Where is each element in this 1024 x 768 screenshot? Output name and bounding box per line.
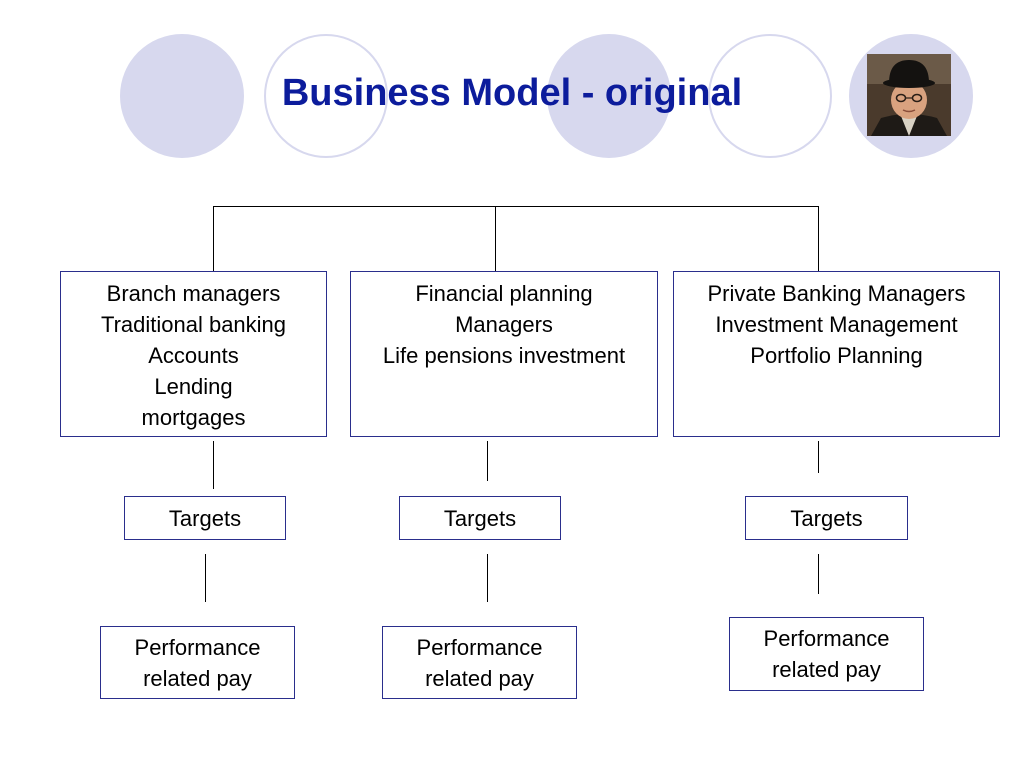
pay-line: related pay xyxy=(772,657,881,682)
role-line: Managers xyxy=(455,312,553,337)
man-in-bowler-hat-icon xyxy=(867,54,951,136)
connector-role-targets-1 xyxy=(213,441,214,489)
pay-line: related pay xyxy=(425,665,534,691)
pay-box-1: Performance related pay xyxy=(100,626,295,699)
role-line: Portfolio Planning xyxy=(750,343,923,368)
role-line: Branch managers xyxy=(106,281,281,306)
pay-line: Performance xyxy=(134,634,261,660)
pay-box-3: Performance related pay xyxy=(729,617,924,691)
decor-circle-4 xyxy=(708,34,832,158)
role-line: Private Banking Managers xyxy=(707,281,966,306)
targets-label: Targets xyxy=(790,505,863,531)
role-line: Financial planning xyxy=(415,281,593,306)
role-line: mortgages xyxy=(141,405,246,430)
connector-drop-1 xyxy=(213,206,214,271)
slide-title: Business Model - original xyxy=(281,72,743,114)
connector-targets-pay-2 xyxy=(487,554,488,602)
role-line: Accounts xyxy=(148,343,239,368)
role-box-branch: Branch managers Traditional banking Acco… xyxy=(60,271,327,437)
connector-targets-pay-1 xyxy=(205,554,206,602)
role-line: Lending xyxy=(154,374,233,399)
connector-drop-3 xyxy=(818,206,819,271)
connector-role-targets-3 xyxy=(818,441,819,473)
pay-line: related pay xyxy=(143,665,252,691)
targets-label: Targets xyxy=(443,505,517,531)
targets-label: Targets xyxy=(168,505,242,531)
connector-targets-pay-3 xyxy=(818,554,819,594)
targets-box-2: Targets xyxy=(399,496,561,540)
pay-line: Performance xyxy=(763,626,890,651)
portrait-photo xyxy=(867,54,951,136)
pay-line: Performance xyxy=(416,634,543,660)
role-box-private-banking: Private Banking Managers Investment Mana… xyxy=(673,271,1000,437)
decor-circle-3 xyxy=(547,34,671,158)
decor-circle-2 xyxy=(264,34,388,158)
role-box-financial-planning: Financial planning Managers Life pension… xyxy=(350,271,658,437)
decor-circle-1 xyxy=(120,34,244,158)
connector-drop-2 xyxy=(495,206,496,271)
connector-role-targets-2 xyxy=(487,441,488,481)
role-line: Traditional banking xyxy=(100,312,287,337)
pay-box-2: Performance related pay xyxy=(382,626,577,699)
role-line: Investment Management xyxy=(715,312,958,337)
targets-box-1: Targets xyxy=(124,496,286,540)
connector-top-horizontal xyxy=(213,206,819,207)
targets-box-3: Targets xyxy=(745,496,908,540)
role-line: Life pensions investment xyxy=(382,343,626,368)
